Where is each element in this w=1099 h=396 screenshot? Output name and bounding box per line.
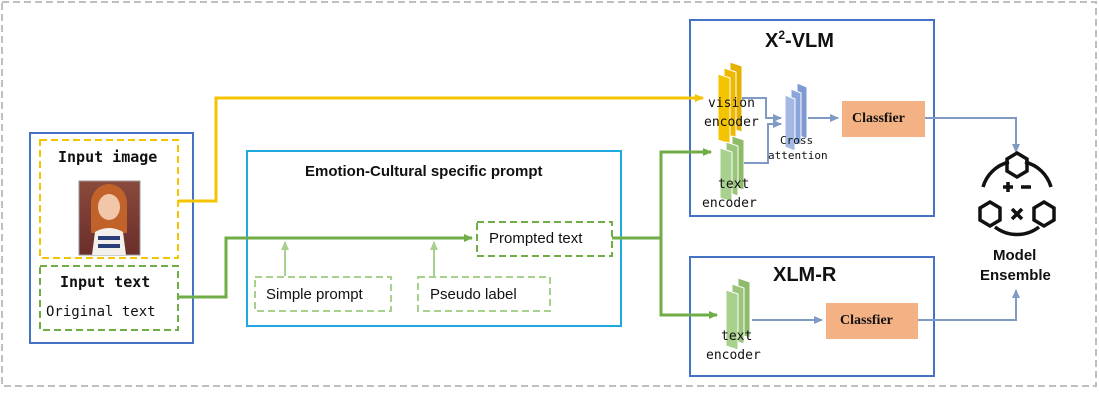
xlmr-classifier-label: Classfier <box>840 313 893 328</box>
prompt-to-x2vlm-arrow <box>612 148 712 240</box>
text-to-prompt-arrow <box>178 234 473 299</box>
text-to-cross-arrow <box>744 120 782 164</box>
x2vlm-title-sup: 2 <box>778 28 786 42</box>
prompted-text-box <box>476 221 613 257</box>
input-image-thumbnail <box>78 180 141 256</box>
model-ensemble-icon <box>978 150 1056 237</box>
input-panel-border <box>29 132 194 344</box>
xlmr-classifier-box <box>826 303 918 339</box>
image-to-vision-arrow <box>178 94 704 203</box>
xlmr-text-encoder-label-line2: encoder <box>706 348 761 363</box>
x2vlm-classifier-label: Classfier <box>852 111 905 126</box>
simple-prompt-label: Simple prompt <box>266 286 363 303</box>
prompt-to-xlmr-arrow <box>659 238 718 319</box>
pseudo-label-label: Pseudo label <box>430 286 517 303</box>
ensemble-label-line2: Ensemble <box>980 267 1051 284</box>
xlmr-title: XLM-R <box>773 264 837 286</box>
original-text-value: Original text <box>46 304 156 320</box>
input-image-box <box>39 139 179 259</box>
ensemble-label-line1: Model <box>993 247 1037 264</box>
x2vlm-text-encoder-label-line2: encoder <box>702 196 757 211</box>
cross-attention-label-line2: attention <box>768 149 828 162</box>
cross-attention-stack <box>784 82 808 152</box>
pseudo-label-box <box>417 276 551 312</box>
prompt-panel-title: Emotion-Cultural specific prompt <box>305 163 543 180</box>
x2vlm-title-base: X <box>765 30 779 52</box>
outer-frame <box>1 1 1097 387</box>
simple-prompt-box <box>254 276 392 312</box>
cross-attention-label-line1: Cross <box>780 134 814 147</box>
vision-encoder-label-line2: encoder <box>704 115 759 130</box>
x2vlm-title-rest: -VLM <box>785 30 834 52</box>
x2vlm-classifier-box <box>842 101 925 137</box>
x2vlm-title: X2-VLM <box>765 29 834 51</box>
xlmr-text-encoder-label-line1: text <box>721 329 753 344</box>
input-text-label: Input text <box>60 273 151 291</box>
xlmr-to-ensemble-arrow <box>918 289 1020 321</box>
x2vlm-to-ensemble-arrow <box>925 117 1020 153</box>
vision-to-cross-arrow <box>742 97 782 122</box>
input-image-label: Input image <box>58 148 158 166</box>
vision-encoder-label-line1: vision <box>708 96 755 111</box>
xlmr-text-encoder-stack <box>725 277 751 351</box>
prompted-text-label: Prompted text <box>489 230 583 247</box>
x2vlm-text-encoder-label-line1: text <box>718 177 750 192</box>
x2vlm-text-encoder-stack <box>719 135 745 203</box>
